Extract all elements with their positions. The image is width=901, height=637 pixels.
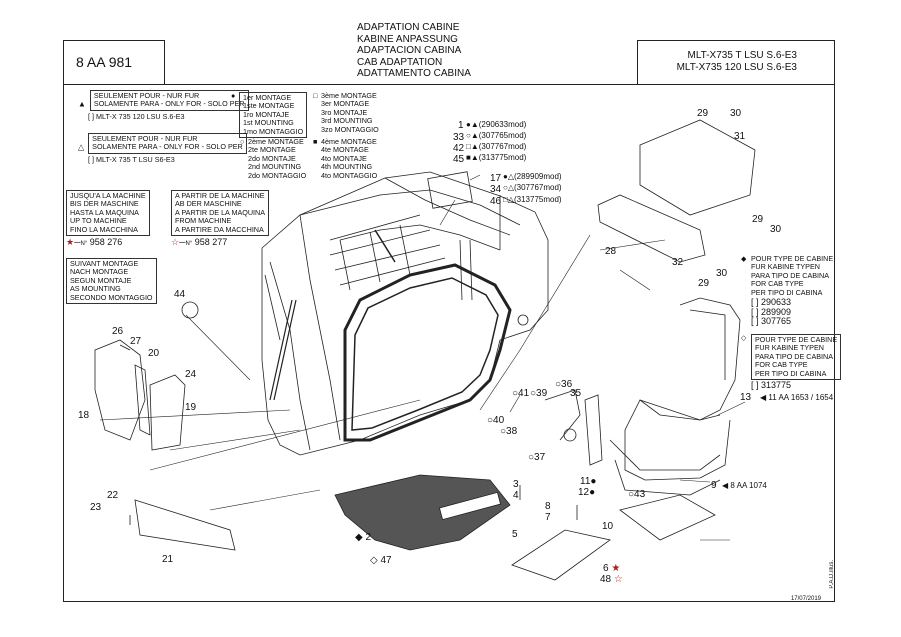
callout-45: 45 — [453, 154, 465, 165]
roof-panel — [597, 194, 706, 263]
callout-27: 27 — [130, 336, 142, 347]
callout-30b: 30 — [770, 224, 782, 235]
callout-11: 11● — [580, 476, 596, 487]
floor-mat — [334, 474, 511, 551]
callout-32: 32 — [672, 257, 684, 268]
callout-41: ○41 — [512, 388, 530, 399]
callout-29: 29 — [697, 108, 709, 119]
sunshade-panel — [639, 119, 756, 216]
callout-29b: 29 — [752, 214, 764, 225]
callout-17: 17 — [490, 173, 502, 184]
callout-6: 6 ★ — [603, 563, 620, 574]
callout-30c: 30 — [716, 268, 728, 279]
callout-31: 31 — [734, 131, 746, 142]
ref-33: ○▲(307765mod) — [466, 131, 527, 140]
models-box — [637, 40, 835, 85]
ref-17: ●△(289909mod) — [503, 172, 562, 181]
bracket-18 — [94, 339, 146, 441]
callout-19: 19 — [185, 402, 197, 413]
diagram-code: 8 AA 981 — [76, 54, 133, 70]
title-it: ADATTAMENTO CABINA — [357, 68, 471, 80]
model-2: MLT-X735 120 LSU S.6-E3 — [676, 61, 797, 73]
callout-12: 12● — [578, 487, 595, 498]
ref-9: ◀ 8 AA 1074 — [722, 481, 767, 490]
callout-28: 28 — [605, 246, 617, 257]
callout-23: 23 — [90, 502, 102, 513]
callout-40: ○40 — [487, 415, 505, 426]
title-en: CAB ADAPTATION — [357, 56, 443, 68]
callout-38: ○38 — [500, 426, 518, 437]
callout-4: 4 — [513, 490, 519, 501]
callout-13: 13 — [740, 392, 752, 403]
drawing-frame — [63, 84, 835, 602]
strip-20 — [134, 364, 151, 436]
callout-36: ○36 — [555, 379, 573, 390]
callout-29c: 29 — [698, 278, 710, 289]
cab-frame — [261, 171, 549, 456]
callout-43: ○43 — [628, 489, 646, 500]
callout-33: 33 — [453, 132, 465, 143]
bracket-19 — [149, 374, 186, 451]
wiper — [269, 299, 297, 401]
callout-22: 22 — [107, 490, 119, 501]
title-fr: ADAPTATION CABINE — [357, 22, 460, 33]
callout-39: ○39 — [530, 388, 548, 399]
ref-42: □▲(307767mod) — [466, 142, 527, 151]
callout-20: 20 — [148, 348, 160, 359]
callout-47: ◇ 47 — [370, 555, 392, 566]
callout-10: 10 — [602, 521, 614, 532]
callout-42: 42 — [453, 143, 465, 154]
model-list: MLT-X735 T LSU S.6-E3 MLT-X735 120 LSU S… — [677, 50, 797, 73]
callout-34: 34 — [490, 184, 502, 195]
ref-13: ◀ 11 AA 1653 / 1654 — [760, 393, 834, 402]
title-es: ADAPTACION CABINA — [357, 45, 462, 57]
callout-21: 21 — [162, 554, 174, 565]
title-block: ADAPTATION CABINE KABINE ANPASSUNG ADAPT… — [357, 22, 471, 80]
callout-8: 8 — [545, 501, 551, 512]
side-panel — [134, 499, 236, 551]
callout-18: 18 — [78, 410, 90, 421]
callout-26: 26 — [112, 326, 124, 337]
callout-3: 3 — [513, 479, 519, 490]
seat-base — [619, 494, 716, 541]
footer-date: 17/07/2019 — [790, 596, 821, 602]
ref-1: ●▲(290633mod) — [466, 120, 527, 129]
callout-5: 5 — [512, 529, 518, 540]
mirror — [584, 394, 603, 466]
operator-seat — [609, 297, 741, 496]
code-box — [63, 40, 165, 85]
model-1: MLT-X735 T LSU S.6-E3 — [687, 50, 798, 61]
callout-48: 48 ☆ — [600, 574, 623, 585]
callout-2: ◆ 2 — [355, 532, 371, 543]
callout-46: 46 — [490, 196, 502, 207]
callout-24: 24 — [185, 369, 197, 380]
callout-1: 1 — [458, 120, 464, 131]
ref-46: □△(313775mod) — [503, 195, 562, 204]
callout-37: ○37 — [528, 452, 546, 463]
footer-side: P.A.D.illus. — [829, 560, 835, 589]
callout-44: 44 — [174, 289, 186, 300]
callout-9: 9 — [711, 480, 717, 491]
step-plate — [511, 529, 611, 581]
ref-45: ■▲(313775mod) — [466, 153, 527, 162]
callout-30: 30 — [730, 108, 742, 119]
title-de: KABINE ANPASSUNG — [357, 33, 458, 45]
ref-34: ○△(307767mod) — [503, 183, 562, 192]
callout-7: 7 — [545, 512, 551, 523]
callout-35: 35 — [570, 388, 582, 399]
